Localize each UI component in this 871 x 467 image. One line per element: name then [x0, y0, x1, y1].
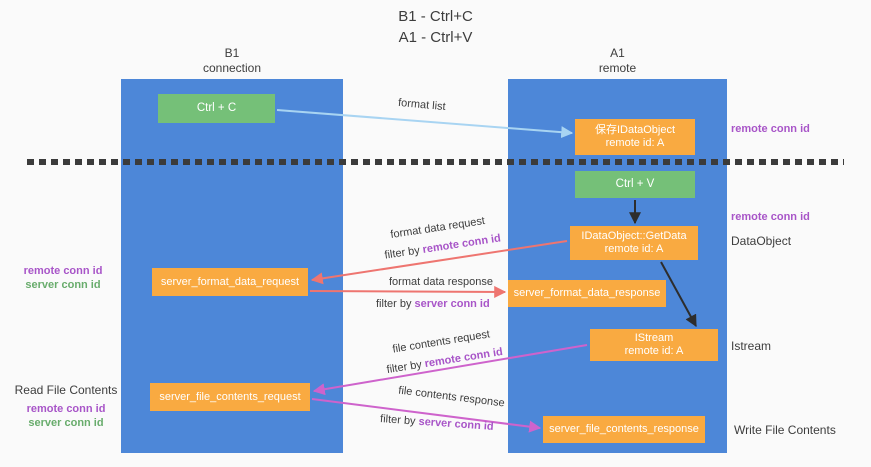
node-ctrl-c: Ctrl + C: [158, 94, 275, 123]
caption-file-contents-response-filter: filter by server conn id: [380, 413, 494, 433]
filter-by-text: filter by: [379, 413, 419, 428]
server-conn-id-highlight: server conn id: [414, 298, 490, 310]
node-server-format-data-response: server_format_data_response: [508, 280, 666, 307]
annotation-read-file-contents: Read File Contents: [14, 383, 118, 397]
annotation-remote-conn-id-mid: remote conn id: [731, 211, 810, 223]
lane-b1-subtitle: connection: [202, 61, 262, 75]
session-divider-dashed-line: [27, 159, 844, 165]
node-istream: IStream remote id: A: [590, 329, 718, 361]
remote-conn-id-highlight: remote conn id: [421, 232, 502, 256]
annotation-block-file-ids: Read File Contents remote conn id server…: [14, 383, 118, 430]
node-server-format-data-request-label: server_format_data_request: [160, 275, 300, 288]
annotation-remote-conn-id-left-top: remote conn id: [23, 265, 103, 277]
annotation-dataobject: DataObject: [731, 234, 792, 248]
annotation-block-format-ids: remote conn id server conn id: [18, 264, 108, 292]
annotation-remote-conn-id-left-bottom: remote conn id: [26, 403, 106, 415]
annotation-server-conn-id-left-top: server conn id: [25, 279, 101, 291]
caption-format-list: format list: [397, 96, 447, 114]
annotation-remote-conn-id-top: remote conn id: [731, 123, 810, 135]
caption-format-data-response-filter: filter by server conn id: [376, 298, 490, 310]
node-idataobject-getdata-line1: IDataObject::GetData: [581, 230, 687, 242]
node-server-file-contents-response: server_file_contents_response: [543, 416, 705, 443]
title-line-1: B1 - Ctrl+C: [398, 8, 473, 25]
node-server-format-data-request: server_format_data_request: [152, 268, 308, 296]
title-line-2: A1 - Ctrl+V: [398, 29, 473, 46]
node-save-idataobject: 保存IDataObject remote id: A: [575, 119, 695, 155]
node-istream-line2: remote id: A: [624, 345, 684, 357]
remote-conn-id-highlight: remote conn id: [423, 345, 504, 371]
node-save-idataobject-line2: remote id: A: [605, 137, 665, 149]
server-conn-id-highlight: server conn id: [418, 415, 494, 433]
filter-by-text: filter by: [383, 244, 424, 262]
node-server-file-contents-request-label: server_file_contents_request: [159, 390, 301, 403]
annotation-server-conn-id-left-bottom: server conn id: [28, 417, 104, 429]
lane-b1-name: B1: [224, 46, 240, 60]
node-server-format-data-response-label: server_format_data_response: [513, 287, 661, 299]
node-save-idataobject-line1: 保存IDataObject: [594, 124, 676, 136]
annotation-istream: Istream: [731, 339, 772, 353]
lane-a1-name: A1: [610, 46, 625, 60]
node-server-file-contents-response-label: server_file_contents_response: [549, 423, 699, 435]
lane-header-b1: B1 connection: [121, 46, 343, 76]
lane-a1-subtitle: remote: [598, 61, 637, 75]
filter-by-text: filter by: [385, 358, 426, 377]
node-ctrl-v-label: Ctrl + V: [615, 178, 655, 190]
caption-file-contents-response: file contents response: [397, 384, 506, 410]
node-idataobject-getdata-line2: remote id: A: [604, 243, 664, 255]
lane-header-a1: A1 remote: [508, 46, 727, 76]
node-idataobject-getdata: IDataObject::GetData remote id: A: [570, 226, 698, 260]
node-ctrl-v: Ctrl + V: [575, 171, 695, 198]
filter-by-text: filter by: [376, 298, 415, 310]
node-istream-line1: IStream: [634, 332, 674, 344]
annotation-write-file-contents: Write File Contents: [734, 423, 836, 437]
caption-format-data-response: format data response: [389, 276, 493, 288]
page-title: B1 - Ctrl+C A1 - Ctrl+V: [0, 6, 871, 48]
node-server-file-contents-request: server_file_contents_request: [150, 383, 310, 411]
node-ctrl-c-label: Ctrl + C: [196, 102, 237, 114]
